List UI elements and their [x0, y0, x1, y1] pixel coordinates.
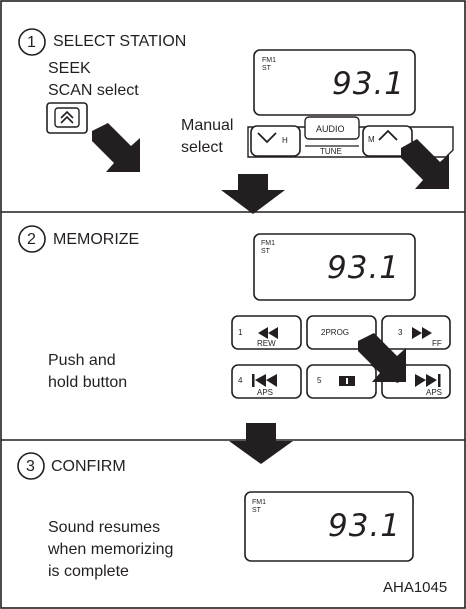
radio-display-2 [253, 233, 416, 301]
press-arrow-icon [358, 333, 406, 382]
seek-label: SEEK [48, 60, 91, 77]
tune-label: TUNE [320, 147, 342, 156]
radio-display-3 [244, 491, 414, 562]
chevron-up-icon [60, 110, 74, 119]
tune-up-letter: M [368, 135, 375, 144]
preset-sub-label: REW [257, 339, 276, 348]
display-stereo: ST [262, 65, 271, 72]
tune-up-button [362, 125, 413, 157]
display-band: FM1 [262, 57, 276, 64]
display-band: FM1 [252, 499, 266, 506]
tune-button-panel [247, 116, 454, 158]
chevron-up-icon [378, 129, 398, 141]
scan-select-label: SCAN select [48, 82, 139, 99]
instruction-line: hold button [48, 374, 128, 391]
tune-down-letter: H [282, 136, 288, 145]
chevron-down-icon [257, 132, 277, 144]
step-3-circle [17, 452, 45, 480]
preset-number: 1 [238, 328, 243, 337]
preset-number: 5 [317, 376, 322, 385]
manual-select-label: select [181, 139, 223, 156]
confirm-line: is complete [48, 563, 129, 580]
preset-number: 6 [395, 376, 400, 385]
display-stereo: ST [252, 507, 261, 514]
confirm-line: when memorizing [48, 541, 174, 558]
instruction-line: Push and [48, 352, 116, 369]
display-frequency: 93.1 [332, 66, 406, 102]
tune-down-button [250, 125, 301, 157]
preset-sub-label: APS [426, 388, 443, 397]
figure-code: AHA1045 [383, 579, 448, 596]
display-frequency: 93.1 [327, 250, 401, 286]
audio-button [304, 116, 360, 140]
skip-back-icon [252, 374, 277, 387]
audio-button-label: AUDIO [316, 124, 345, 134]
rewind-icon [258, 327, 278, 339]
step-title: MEMORIZE [53, 231, 140, 248]
display-band: FM1 [261, 240, 275, 247]
preset-button-4 [231, 364, 302, 399]
confirm-line: Sound resumes [48, 519, 161, 536]
skip-forward-icon [415, 374, 441, 387]
preset-sub-label: APS [257, 388, 274, 397]
press-arrow-icon [92, 123, 140, 172]
step-number: 2 [27, 231, 36, 248]
preset-sub-label: 2PROG [321, 328, 350, 337]
chevron-up-icon [60, 115, 74, 124]
radio-display-1 [253, 49, 416, 116]
display-stereo: ST [261, 248, 270, 255]
step-title: CONFIRM [51, 458, 126, 475]
display-frequency: 93.1 [328, 508, 402, 544]
press-arrow-icon [401, 139, 449, 189]
step-number: 1 [27, 34, 36, 51]
step-title: SELECT STATION [53, 33, 187, 50]
step-1-circle [18, 28, 46, 56]
manual-select-label: Manual [181, 117, 234, 134]
down-arrow-2 [229, 423, 293, 464]
preset-sub-label: FF [432, 339, 442, 348]
fast-forward-icon [412, 327, 432, 339]
seek-scan-button [46, 102, 88, 134]
step-2-circle [18, 225, 46, 253]
step-number: 3 [26, 458, 35, 475]
down-arrow-1 [221, 174, 285, 214]
pause-icon [339, 376, 355, 386]
preset-number: 4 [238, 376, 243, 385]
preset-number: 3 [398, 328, 403, 337]
